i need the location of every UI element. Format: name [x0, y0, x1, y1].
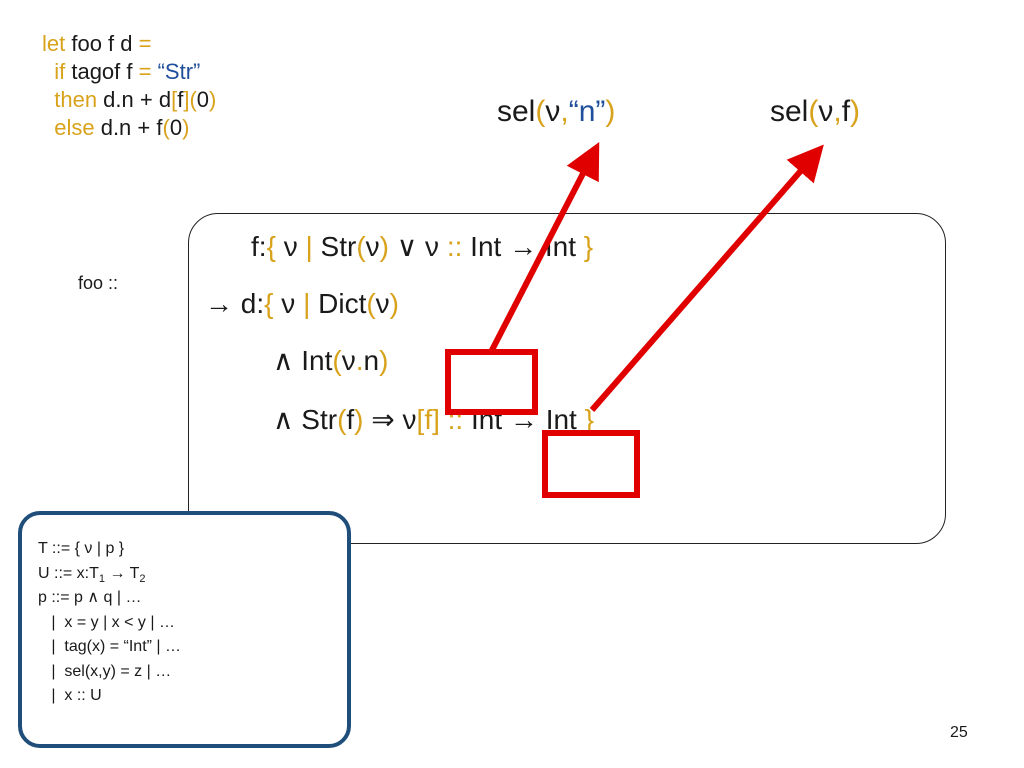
code-line-1: let foo f d = — [42, 30, 216, 58]
type-text: n — [363, 345, 380, 376]
keyword: then — [54, 87, 98, 112]
nu-symbol: ν — [365, 231, 380, 262]
code-text: foo f d — [65, 31, 139, 56]
type-text: Str — [312, 231, 357, 262]
bracket: [ — [416, 404, 425, 435]
foo-type-label: foo :: — [78, 273, 119, 293]
brace: { — [266, 231, 276, 262]
type-text: ∨ ν — [388, 231, 447, 262]
grammar-line: | x :: U — [38, 687, 102, 704]
bar: | — [305, 231, 313, 262]
bracket: ) — [354, 404, 364, 435]
subscript: 2 — [139, 572, 146, 585]
code-text: d.n + f — [94, 115, 163, 140]
subscript: 1 — [98, 572, 106, 585]
bracket: ( — [162, 115, 170, 140]
code-text: d.n + d — [97, 87, 172, 112]
page-number: 25 — [950, 724, 968, 741]
type-line-2: → d:{ ν | Dict(ν) — [205, 288, 399, 320]
bracket: ( — [332, 345, 342, 376]
keyword: let — [42, 31, 66, 56]
code-text: 0 — [196, 87, 210, 112]
nu-symbol: ν — [273, 288, 304, 319]
operator: = — [138, 59, 158, 84]
sel-nu-f-label: sel(ν,f) — [770, 95, 860, 129]
brace: { — [264, 288, 274, 319]
type-text: Int — [301, 345, 333, 376]
bracket: ( — [356, 231, 366, 262]
bar: | — [303, 288, 311, 319]
sel-nu-n-label: sel(ν,“n”) — [497, 95, 615, 129]
bracket: [ — [171, 87, 178, 112]
type-signature-box: f:{ ν | Str(ν) ∨ ν :: Int → Int } → d:{ … — [188, 213, 946, 544]
bracket: ( — [337, 404, 347, 435]
code-text: tagof f — [65, 59, 139, 84]
type-text: f — [346, 404, 355, 435]
code-line-3: then d.n + d[f](0) — [42, 86, 216, 114]
bracket: ) — [850, 95, 861, 128]
operator: = — [138, 31, 152, 56]
keyword: else — [54, 115, 95, 140]
type-line-3: ∧ Int(ν.n) — [273, 344, 388, 377]
bracket: ( — [366, 288, 376, 319]
bracket: ) — [389, 288, 399, 319]
code-text: 0 — [169, 115, 183, 140]
bracket: ) — [605, 95, 616, 128]
keyword: if — [54, 59, 66, 84]
code-text: f — [177, 87, 184, 112]
grammar-text: U ::= x:T — [38, 564, 99, 582]
grammar-line: | sel(x,y) = z | … — [38, 662, 172, 680]
bracket: ] — [432, 404, 440, 435]
bracket: ( — [535, 95, 546, 128]
sel-name: sel — [770, 95, 809, 128]
type-text: f — [424, 404, 433, 435]
grammar-line: | tag(x) = “Int” | … — [38, 638, 182, 655]
nu-symbol: ν — [341, 345, 356, 376]
string-literal: “n” — [568, 95, 606, 128]
string-literal: “Str” — [157, 59, 201, 84]
type-text: f: — [251, 231, 267, 262]
code-line-2: if tagof f = “Str” — [42, 58, 216, 86]
dot: . — [355, 345, 364, 376]
bracket: ]( — [183, 87, 197, 112]
type-text: ∧ — [273, 345, 302, 376]
type-text: Dict — [310, 288, 367, 319]
grammar-text: → T — [105, 564, 140, 582]
sel-name: sel — [497, 95, 536, 128]
bracket: ) — [182, 115, 190, 140]
bracket: ) — [379, 345, 389, 376]
brace: } — [583, 231, 594, 262]
nu-symbol: ν — [818, 95, 834, 128]
type-line-4: ∧ Str(f) ⇒ ν[f] :: Int → Int } — [273, 403, 594, 436]
type-text: Str — [301, 404, 338, 435]
nu-symbol: ν — [545, 95, 561, 128]
grammar-line: T ::= { ν | p } — [38, 540, 125, 557]
type-text: → d: — [205, 288, 265, 319]
code-line-4: else d.n + f(0) — [42, 114, 216, 142]
grammar-line: | x = y | x < y | … — [38, 613, 175, 631]
type-text: ⇒ ν — [363, 404, 417, 435]
nu-symbol: ν — [275, 231, 306, 262]
bracket: ) — [209, 87, 217, 112]
bracket: ) — [379, 231, 389, 262]
type-text: ∧ — [273, 404, 302, 435]
double-colon: :: — [439, 404, 464, 435]
grammar-line: p ::= p ∧ q | … — [38, 589, 142, 606]
comma: , — [560, 95, 569, 128]
double-colon: :: — [446, 231, 463, 262]
type-text: Int → Int — [462, 231, 584, 262]
grammar-box: T ::= { ν | p } U ::= x:T1 → T2 p ::= p … — [18, 511, 351, 748]
grammar-line: U ::= x:T1 → T2 — [38, 562, 347, 587]
code-block: let foo f d = if tagof f = “Str” then d.… — [42, 30, 216, 142]
type-text: Int → Int — [463, 404, 585, 435]
bracket: ( — [808, 95, 819, 128]
brace: } — [584, 404, 594, 435]
comma: , — [833, 95, 842, 128]
nu-symbol: ν — [375, 288, 390, 319]
type-line-1: f:{ ν | Str(ν) ∨ ν :: Int → Int } — [251, 230, 593, 263]
sel-arg: f — [841, 95, 851, 128]
